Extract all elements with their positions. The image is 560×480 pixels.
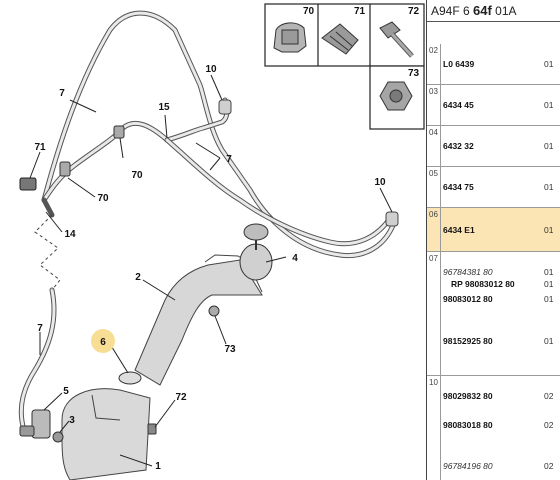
header-prefix: A94F 6	[431, 4, 474, 18]
parts-diagram: 7 15 10 7 10 71 70 70 14 2 4 73 6 72 7 5…	[18, 3, 425, 480]
part-reference[interactable]: L0 6439	[443, 59, 475, 69]
list-group-07[interactable]: 07 96784381 80 01 RP 98083012 80 01 9808…	[427, 252, 560, 376]
callout-6[interactable]: 6	[100, 337, 106, 348]
group-number: 05	[427, 167, 441, 207]
callout-15[interactable]: 15	[158, 102, 170, 113]
part-reference[interactable]: 98029832 80	[443, 391, 493, 401]
part-quantity: 02	[544, 461, 554, 471]
callout-3[interactable]: 3	[69, 415, 75, 426]
part-reference[interactable]: 6434 E1	[443, 225, 475, 235]
group-number: 03	[427, 85, 441, 125]
list-group-06[interactable]: 06 6434 E1 01	[427, 208, 560, 252]
list-group-10[interactable]: 10 98029832 80 02 98083018 80 02 9678419…	[427, 376, 560, 480]
inset-label-70: 70	[303, 6, 315, 17]
callout-4[interactable]: 4	[292, 253, 298, 264]
part-reference[interactable]: 6434 45	[443, 100, 474, 110]
washer-pump[interactable]	[19, 409, 51, 439]
group-number: 06	[427, 208, 441, 251]
inset-screw-72[interactable]	[379, 21, 414, 58]
part-reference[interactable]: 98083012 80	[443, 294, 493, 304]
parts-list-panel: A94F 6 64f 01A 02 L0 6439 01 03 6434 45 …	[426, 0, 560, 480]
group-number: 10	[427, 376, 441, 480]
washer-reservoir[interactable]	[61, 388, 151, 480]
part-quantity: 01	[544, 336, 554, 346]
filler-cap[interactable]	[239, 223, 273, 281]
inset-clip-71[interactable]	[321, 23, 359, 55]
callout-10-right[interactable]: 10	[374, 177, 386, 188]
nozzle-right[interactable]	[385, 211, 399, 227]
filler-neck[interactable]	[134, 254, 263, 386]
part-reference[interactable]: 98152925 80	[443, 336, 493, 346]
callout-7-lower[interactable]: 7	[37, 323, 43, 334]
group-number: 04	[427, 126, 441, 166]
group-number: 02	[427, 44, 441, 84]
callout-10-top[interactable]: 10	[205, 64, 217, 75]
part-quantity: 01	[544, 294, 554, 304]
callout-71-diagram[interactable]: 71	[34, 142, 46, 153]
inset-label-71: 71	[354, 6, 366, 17]
list-group-03[interactable]: 03 6434 45 01	[427, 85, 560, 126]
pump-seal-3[interactable]	[52, 431, 64, 443]
seal-6[interactable]	[118, 371, 142, 385]
callout-73-diagram[interactable]: 73	[224, 344, 236, 355]
list-group-05[interactable]: 05 6434 75 01	[427, 167, 560, 208]
part-quantity: 01	[544, 225, 554, 235]
part-quantity: 01	[544, 267, 554, 277]
selected-callout-highlight	[91, 329, 115, 353]
part-reference[interactable]: 96784381 80	[443, 267, 493, 277]
header-bold: 64f	[473, 3, 492, 18]
callout-72-diagram[interactable]: 72	[175, 392, 187, 403]
washer-hoses	[18, 10, 398, 433]
nozzle-top[interactable]	[218, 99, 232, 115]
part-reference[interactable]: 96784196 80	[443, 461, 493, 471]
part-quantity: 02	[544, 420, 554, 430]
callout-2[interactable]: 2	[135, 272, 141, 283]
leader-lines	[29, 74, 393, 467]
grommet-73[interactable]	[208, 305, 220, 317]
part-reference[interactable]: 6434 75	[443, 182, 474, 192]
hose-break-line	[34, 214, 61, 291]
callout-7-right[interactable]: 7	[226, 154, 232, 165]
part-quantity: 01	[544, 100, 554, 110]
clip-70-upper[interactable]	[113, 125, 125, 139]
panel-header: A94F 6 64f 01A	[427, 0, 560, 22]
callout-labels: 7 15 10 7 10 71 70 70 14 2 4 73 6 72 7 5…	[34, 64, 386, 472]
inset-label-72: 72	[408, 6, 420, 17]
inset-nut-73[interactable]	[379, 81, 413, 111]
part-reference[interactable]: 98083018 80	[443, 420, 493, 430]
part-quantity: 01	[544, 279, 554, 289]
fastener-inset: 70 71 72 73	[264, 3, 425, 130]
callout-5[interactable]: 5	[63, 386, 69, 397]
list-group-02[interactable]: 02 L0 6439 01	[427, 44, 560, 85]
callout-14[interactable]: 14	[64, 229, 76, 240]
clip-70-lower[interactable]	[59, 161, 71, 177]
part-quantity: 01	[544, 59, 554, 69]
callout-7-upper[interactable]: 7	[59, 88, 65, 99]
callout-70-lower[interactable]: 70	[97, 193, 109, 204]
part-reference[interactable]: 6432 32	[443, 141, 474, 151]
list-group-04[interactable]: 04 6432 32 01	[427, 126, 560, 167]
callout-1[interactable]: 1	[155, 461, 161, 472]
part-quantity: 01	[544, 141, 554, 151]
part-quantity: 02	[544, 391, 554, 401]
clip-71[interactable]	[19, 177, 37, 191]
inset-clip-70[interactable]	[273, 22, 307, 53]
part-reference[interactable]: RP 98083012 80	[451, 279, 515, 289]
part-quantity: 01	[544, 182, 554, 192]
inset-label-73: 73	[408, 68, 420, 79]
callout-70-upper[interactable]: 70	[131, 170, 143, 181]
group-number: 07	[427, 252, 441, 375]
header-suffix: 01A	[491, 4, 517, 18]
screw-72[interactable]	[147, 423, 157, 435]
